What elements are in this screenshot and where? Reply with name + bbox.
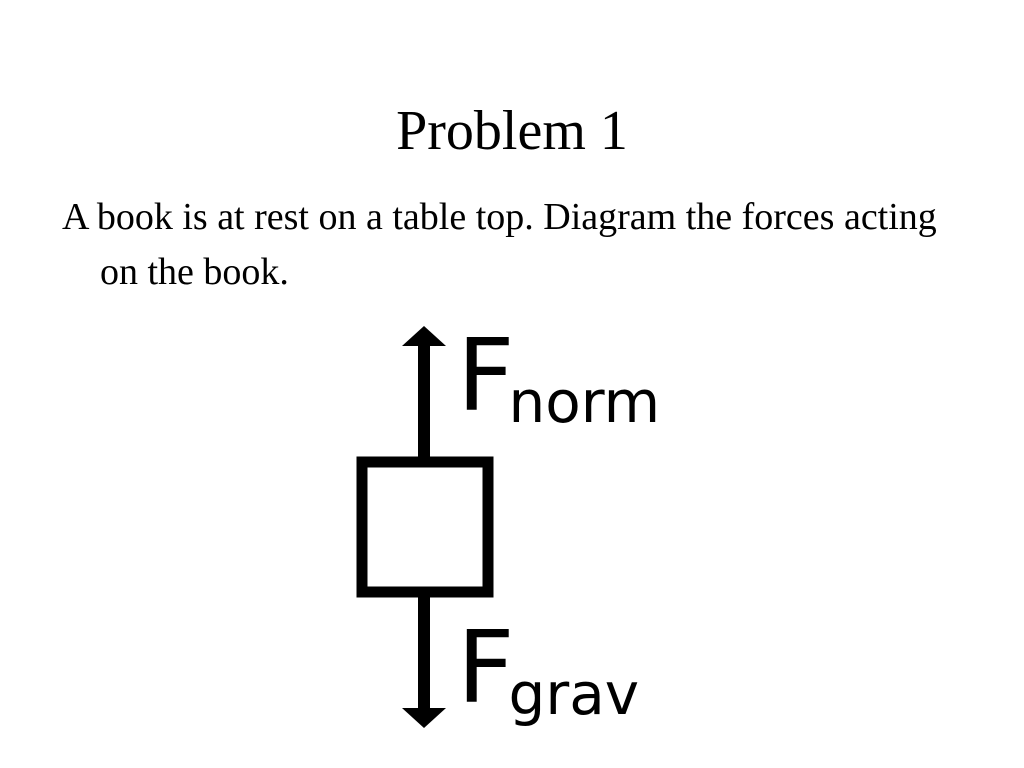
gravity-force-symbol: F (457, 609, 515, 726)
gravity-force-subscript: grav (508, 660, 640, 728)
normal-force-arrow (402, 326, 446, 462)
problem-statement: A book is at rest on a table top. Diagra… (62, 196, 937, 293)
free-body-diagram: Fnorm Fgrav (330, 318, 710, 748)
free-body-diagram-graphic (356, 326, 494, 728)
normal-force-label: Fnorm (457, 317, 660, 434)
normal-force-symbol: F (457, 317, 515, 434)
gravity-force-label: Fgrav (457, 609, 639, 726)
slide-title: Problem 1 (396, 100, 628, 162)
normal-force-subscript: norm (508, 368, 661, 436)
book-box (356, 456, 494, 598)
gravity-force-arrow (402, 592, 446, 728)
